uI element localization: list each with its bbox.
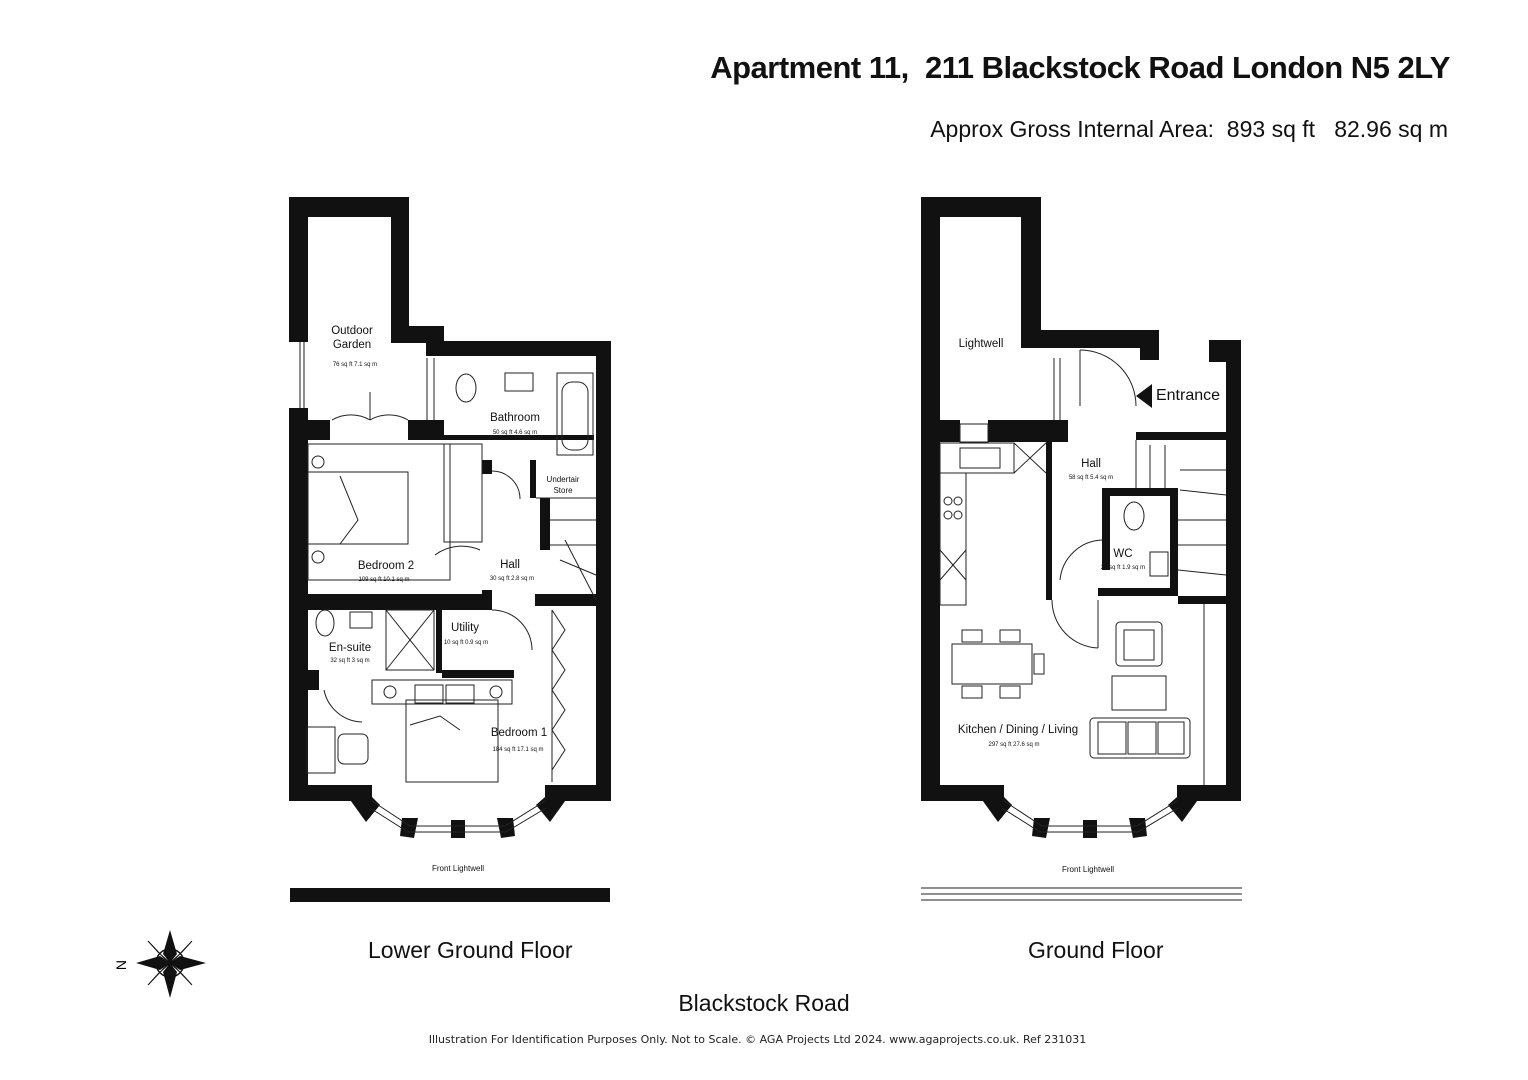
ground-hall-size: 58 sq ft 5.4 sq m — [1069, 475, 1113, 481]
kitchen-dining-living-size: 297 sq ft 27.6 sq m — [988, 742, 1039, 748]
lightwell-label: Lightwell — [959, 338, 1004, 350]
gross-internal-area: Approx Gross Internal Area: 893 sq ft 82… — [930, 116, 1448, 142]
lower-hall-size: 30 sq ft 2.8 sq m — [490, 576, 534, 582]
undertair-store-label-2: Store — [553, 486, 573, 495]
bedroom-2-size: 109 sq ft 10.1 sq m — [358, 577, 409, 583]
lower-front-lightwell-label: Front Lightwell — [432, 864, 484, 873]
lower-ground-floor-label: Lower Ground Floor — [368, 937, 573, 963]
undertair-store-label-1: Undertair — [547, 475, 580, 484]
outdoor-garden-label-2: Garden — [333, 339, 371, 351]
page-title: Apartment 11, 211 Blackstock Road London… — [710, 50, 1450, 85]
bedroom-2-label: Bedroom 2 — [358, 560, 414, 572]
wc-label: WC — [1113, 548, 1132, 560]
lower-hall-label: Hall — [500, 559, 520, 571]
outdoor-garden-size: 76 sq ft 7.1 sq m — [333, 362, 377, 368]
road-label: Blackstock Road — [678, 990, 850, 1016]
ground-front-lightwell-label: Front Lightwell — [1062, 865, 1114, 874]
en-suite-size: 32 sq ft 3 sq m — [330, 658, 369, 664]
lower-ground-floor-plan — [289, 197, 611, 902]
bathroom-label: Bathroom — [490, 412, 540, 424]
bedroom-1-size: 184 sq ft 17.1 sq m — [492, 747, 543, 753]
ground-floor-label: Ground Floor — [1028, 937, 1164, 963]
disclaimer-footer: Illustration For Identification Purposes… — [428, 1033, 1087, 1046]
bathroom-size: 50 sq ft 4.6 sq m — [493, 430, 537, 436]
wc-size: 20 sq ft 1.9 sq m — [1101, 565, 1145, 571]
compass-north-label: N — [113, 960, 129, 970]
utility-size: 10 sq ft 0.9 sq m — [444, 640, 488, 646]
entrance-label: Entrance — [1156, 387, 1220, 404]
utility-label: Utility — [451, 622, 479, 634]
ground-hall-label: Hall — [1081, 458, 1101, 470]
bedroom-1-label: Bedroom 1 — [491, 727, 547, 739]
compass-rose-icon — [136, 930, 206, 998]
ground-floor-plan — [921, 197, 1242, 901]
en-suite-label: En-suite — [329, 642, 371, 654]
outdoor-garden-label-1: Outdoor — [331, 325, 373, 337]
kitchen-dining-living-label: Kitchen / Dining / Living — [958, 724, 1078, 736]
